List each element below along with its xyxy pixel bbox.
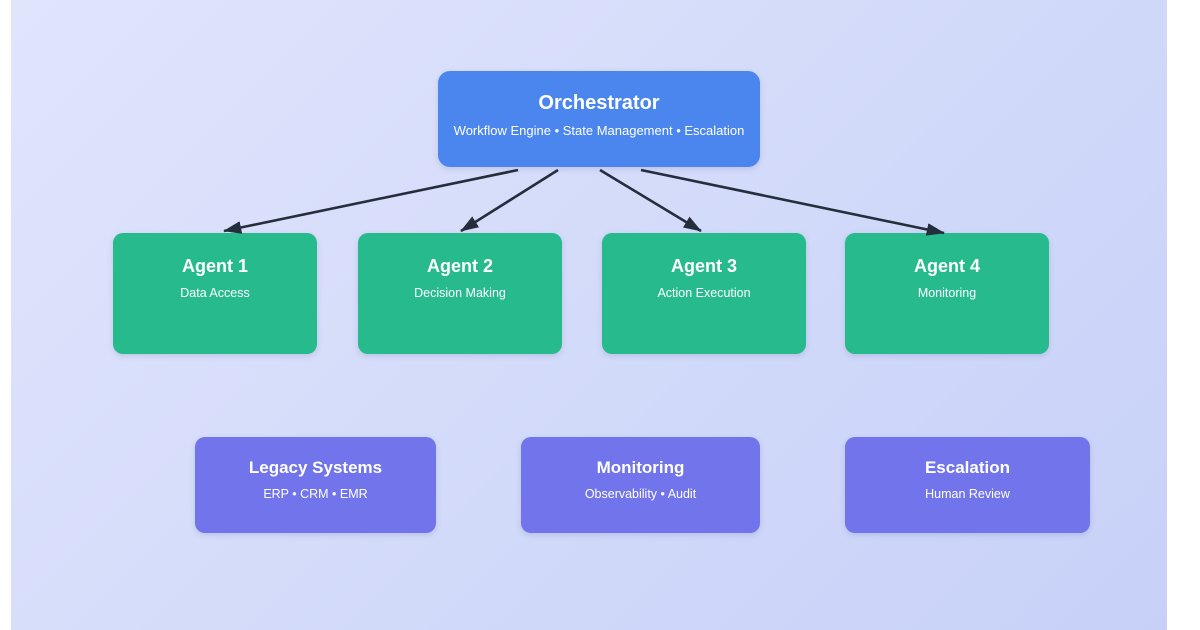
escalation-title: Escalation [924, 458, 1011, 477]
agent-2-subtitle: Decision Making [414, 286, 506, 300]
agent-3-node: Agent 3 Action Execution [602, 233, 806, 354]
monitoring-node: Monitoring Observability • Audit [521, 437, 760, 533]
orchestrator-subtitle: Workflow Engine • State Management • Esc… [453, 123, 745, 138]
agent-4-title: Agent 4 [913, 256, 980, 276]
orchestrator-node: Orchestrator Workflow Engine • State Man… [438, 71, 760, 167]
agent-1-subtitle: Data Access [180, 286, 250, 300]
legacy-systems-node: Legacy Systems ERP • CRM • EMR [195, 437, 436, 533]
agent-3-subtitle: Action Execution [657, 286, 751, 300]
monitoring-subtitle: Observability • Audit [584, 487, 697, 501]
agent-4-subtitle: Monitoring [917, 286, 977, 300]
escalation-node: Escalation Human Review [845, 437, 1090, 533]
agent-2-title: Agent 2 [426, 256, 493, 276]
legacy-systems-subtitle: ERP • CRM • EMR [263, 487, 368, 501]
agent-2-node: Agent 2 Decision Making [358, 233, 562, 354]
orchestrator-title: Orchestrator [538, 92, 660, 114]
agent-1-node: Agent 1 Data Access [113, 233, 317, 354]
agent-4-node: Agent 4 Monitoring [845, 233, 1049, 354]
escalation-subtitle: Human Review [925, 487, 1010, 501]
legacy-systems-title: Legacy Systems [248, 458, 383, 477]
agent-3-title: Agent 3 [670, 256, 737, 276]
agent-1-title: Agent 1 [181, 256, 248, 276]
monitoring-title: Monitoring [596, 458, 685, 477]
